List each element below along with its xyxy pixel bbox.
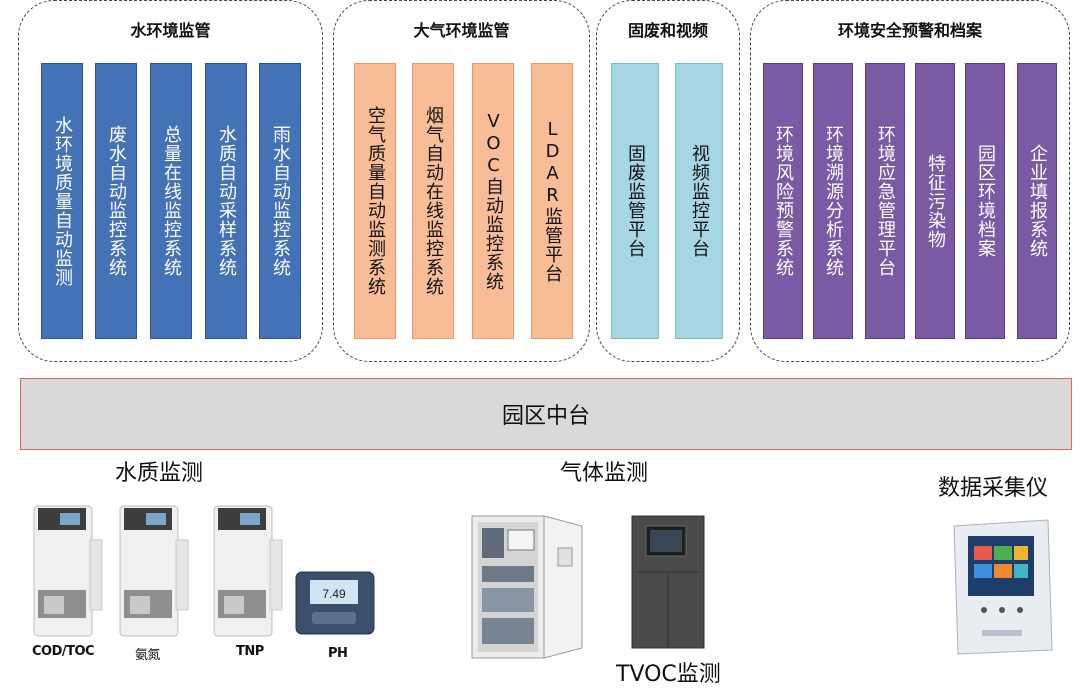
system-block[interactable]: 固废监管平台 <box>611 63 659 339</box>
system-label: 园区环境档案 <box>975 144 996 258</box>
device-label-tnp: TNP <box>236 644 264 659</box>
group-title: 固废和视频 <box>627 21 708 40</box>
device-label-ammonia: 氨氮 <box>135 648 161 663</box>
system-block[interactable]: 空气质量自动监测系统 <box>354 63 396 339</box>
data-collector-title: 数据采集仪 <box>938 476 1049 501</box>
system-label: 环境溯源分析系统 <box>823 125 844 277</box>
ph-meter-image: 7.49 <box>295 571 375 635</box>
system-label: 总量在线监控系统 <box>161 125 182 277</box>
gas-monitoring-title: 气体监测 <box>560 461 649 486</box>
cod-toc-analyzer-image <box>33 505 103 637</box>
group-water-env: 水环境监管 水环境质量自动监测 废水自动监控系统 总量在线监控系统 水质自动采样… <box>18 0 323 362</box>
tvoc-monitoring-label: TVOC监测 <box>616 662 721 687</box>
system-label: 空气质量自动监测系统 <box>365 106 386 296</box>
platform-bar[interactable]: 园区中台 <box>20 378 1072 450</box>
system-label: 水质自动采样系统 <box>216 125 237 277</box>
system-block[interactable]: VOC自动监控系统 <box>472 63 514 339</box>
system-label: 雨水自动监控系统 <box>270 125 291 277</box>
group-title: 环境安全预警和档案 <box>837 21 982 40</box>
system-block[interactable]: 园区环境档案 <box>965 63 1005 339</box>
device-label-cod-toc: COD/TOC <box>32 644 95 659</box>
system-block[interactable]: 环境应急管理平台 <box>865 63 905 339</box>
system-block[interactable]: 视频监控平台 <box>675 63 723 339</box>
system-block[interactable]: 水质自动采样系统 <box>205 63 247 339</box>
data-collector-image <box>953 519 1053 655</box>
ammonia-analyzer-image <box>119 505 189 637</box>
system-block[interactable]: 特征污染物 <box>915 63 955 339</box>
group-safety-archive: 环境安全预警和档案 环境风险预警系统 环境溯源分析系统 环境应急管理平台 特征污… <box>750 0 1070 362</box>
system-block[interactable]: 企业填报系统 <box>1017 63 1057 339</box>
tnp-analyzer-image <box>213 505 283 637</box>
system-block[interactable]: 烟气自动在线监控系统 <box>412 63 454 339</box>
group-title: 大气环境监管 <box>413 21 510 40</box>
group-title: 水环境监管 <box>130 21 211 40</box>
ph-display-value: 7.49 <box>322 587 346 601</box>
system-label: 水环境质量自动监测 <box>52 115 73 287</box>
gas-monitoring-cabinet-image <box>471 515 583 659</box>
system-label: 废水自动监控系统 <box>106 125 127 277</box>
system-label: LDAR监管平台 <box>542 119 563 283</box>
system-label: 企业填报系统 <box>1027 144 1048 258</box>
system-label: 环境风险预警系统 <box>773 125 794 277</box>
platform-label: 园区中台 <box>501 404 590 429</box>
system-label: VOC自动监控系统 <box>483 111 504 291</box>
system-label: 环境应急管理平台 <box>875 125 896 277</box>
water-monitoring-title: 水质监测 <box>115 461 204 486</box>
system-label: 烟气自动在线监控系统 <box>423 106 444 296</box>
tvoc-monitor-cabinet-image <box>631 515 705 649</box>
system-label: 特征污染物 <box>925 153 946 249</box>
device-label-ph: PH <box>328 646 348 661</box>
system-block[interactable]: 环境溯源分析系统 <box>813 63 853 339</box>
system-block[interactable]: 雨水自动监控系统 <box>259 63 301 339</box>
system-label: 视频监控平台 <box>689 144 710 258</box>
group-waste-video: 固废和视频 固废监管平台 视频监控平台 <box>596 0 740 362</box>
system-block[interactable]: 废水自动监控系统 <box>95 63 137 339</box>
system-block[interactable]: 水环境质量自动监测 <box>41 63 83 339</box>
system-block[interactable]: LDAR监管平台 <box>531 63 573 339</box>
system-block[interactable]: 环境风险预警系统 <box>763 63 803 339</box>
group-air-env: 大气环境监管 空气质量自动监测系统 烟气自动在线监控系统 VOC自动监控系统 L… <box>333 0 590 362</box>
system-block[interactable]: 总量在线监控系统 <box>150 63 192 339</box>
system-label: 固废监管平台 <box>625 144 646 258</box>
